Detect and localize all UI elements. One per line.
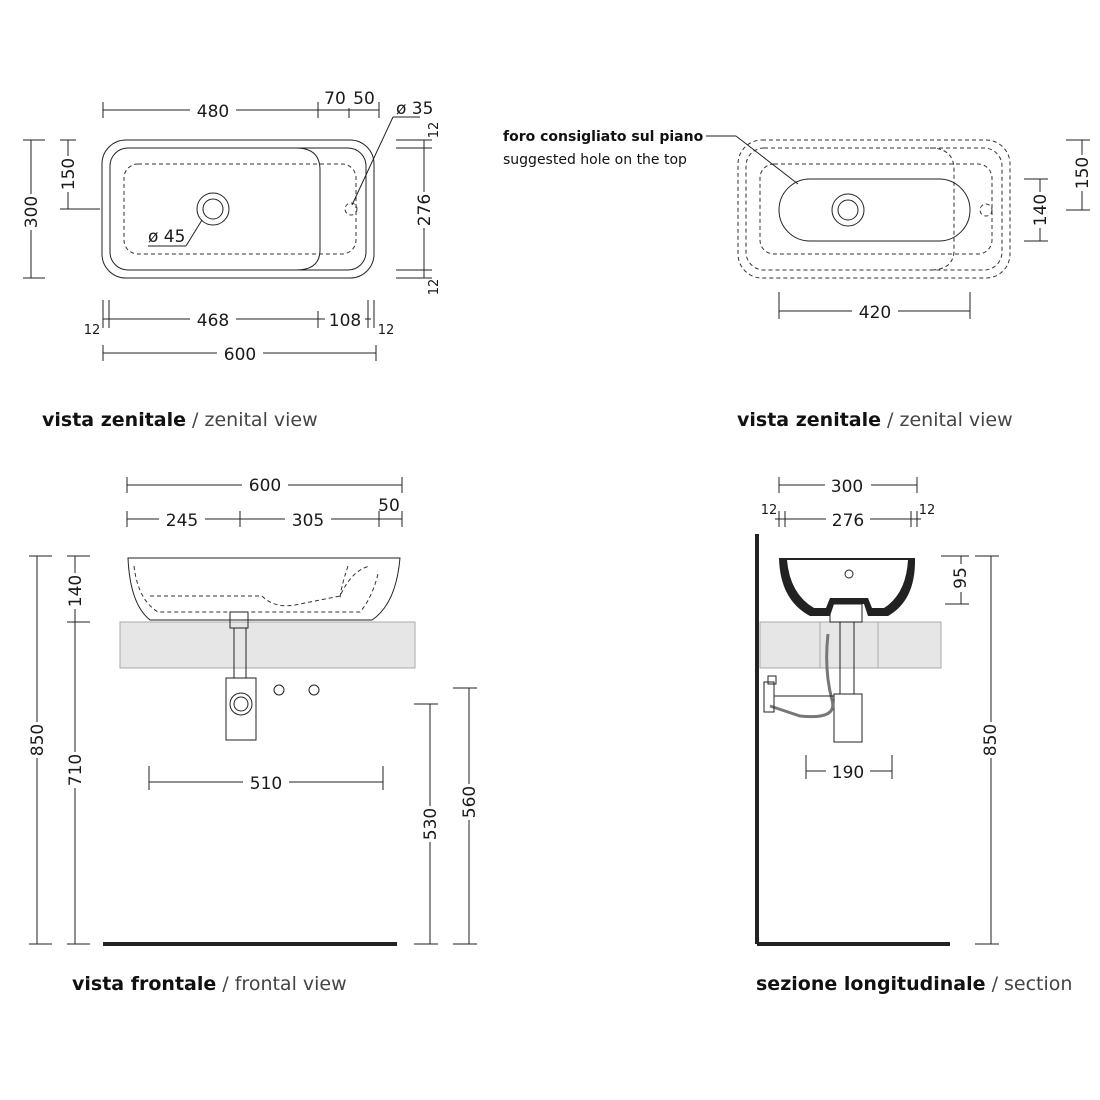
- caption-top-left: vista zenitale / zenital view: [42, 409, 318, 431]
- siphon: [225, 677, 257, 741]
- countertop: [759, 621, 942, 669]
- dim-245: 245: [166, 511, 198, 531]
- dim-12-left: 12: [84, 323, 101, 338]
- inner-bowl-dashed: [123, 163, 357, 255]
- dim-480: 480: [197, 102, 229, 122]
- dim-12-right: 12: [378, 323, 395, 338]
- shelf-edge: [295, 147, 321, 271]
- dim-140: 140: [1031, 194, 1051, 226]
- dim-70: 70: [324, 89, 346, 109]
- dim-850: 850: [981, 724, 1001, 756]
- countertop: [119, 621, 416, 669]
- basin-outline-dashed: [737, 139, 1011, 279]
- dim-468: 468: [197, 311, 229, 331]
- dim-305: 305: [292, 511, 324, 531]
- recommended-hole: [778, 178, 971, 242]
- valve-left: [273, 684, 285, 696]
- note-english: suggested hole on the top: [503, 152, 687, 168]
- dim-108: 108: [329, 311, 361, 331]
- dim-95: 95: [951, 567, 971, 589]
- basin-outline: [101, 139, 375, 279]
- caption-bottom-left: vista frontale / frontal view: [72, 973, 347, 995]
- valve-right: [308, 684, 320, 696]
- dim-150: 150: [59, 158, 79, 190]
- dim-300: 300: [22, 196, 42, 228]
- dim-300: 300: [831, 477, 863, 497]
- dim-12-bottom: 12: [427, 279, 442, 296]
- top-left-view: 480 70 50 ø 35 300 150 ø 45 276 12 12: [20, 86, 442, 431]
- dim-850: 850: [28, 724, 48, 756]
- dim-190: 190: [832, 763, 864, 783]
- top-right-view: foro consigliato sul piano suggested hol…: [503, 129, 1093, 431]
- dim-d45: ø 45: [148, 227, 185, 247]
- drain-inner: [202, 198, 224, 220]
- dim-510: 510: [250, 774, 282, 794]
- caption-bottom-right: sezione longitudinale / section: [756, 973, 1072, 995]
- drain-outer: [196, 192, 230, 226]
- note-italian: foro consigliato sul piano: [503, 129, 704, 145]
- hose: [769, 633, 835, 719]
- basin-front: [127, 557, 401, 621]
- caption-top-right: vista zenitale / zenital view: [737, 409, 1013, 431]
- basin-inner-rim: [109, 147, 367, 271]
- dim-420: 420: [859, 303, 891, 323]
- dim-560: 560: [460, 786, 480, 818]
- dim-530: 530: [421, 808, 441, 840]
- tap-hole: [344, 202, 358, 216]
- leader-hole: [735, 135, 799, 185]
- dim-d35: ø 35: [396, 99, 433, 119]
- dim-710: 710: [66, 754, 86, 786]
- dim-12-left: 12: [761, 503, 778, 518]
- dim-12-right: 12: [919, 503, 936, 518]
- dim-600: 600: [224, 345, 256, 365]
- dim-12-top: 12: [427, 122, 442, 139]
- siphon: [833, 693, 863, 743]
- bottom-right-view: 300 276 12 12 95 850 190 sezione longitu…: [755, 474, 1072, 995]
- dim-276: 276: [415, 194, 435, 226]
- dim-276: 276: [832, 511, 864, 531]
- dim-50: 50: [378, 496, 400, 516]
- dim-140: 140: [66, 575, 86, 607]
- bottom-left-view: 600 245 305 50 850 140 710 510: [26, 473, 480, 995]
- dim-150: 150: [1073, 157, 1093, 189]
- dim-600: 600: [249, 476, 281, 496]
- leader-d35: [351, 116, 394, 206]
- dim-50: 50: [353, 89, 375, 109]
